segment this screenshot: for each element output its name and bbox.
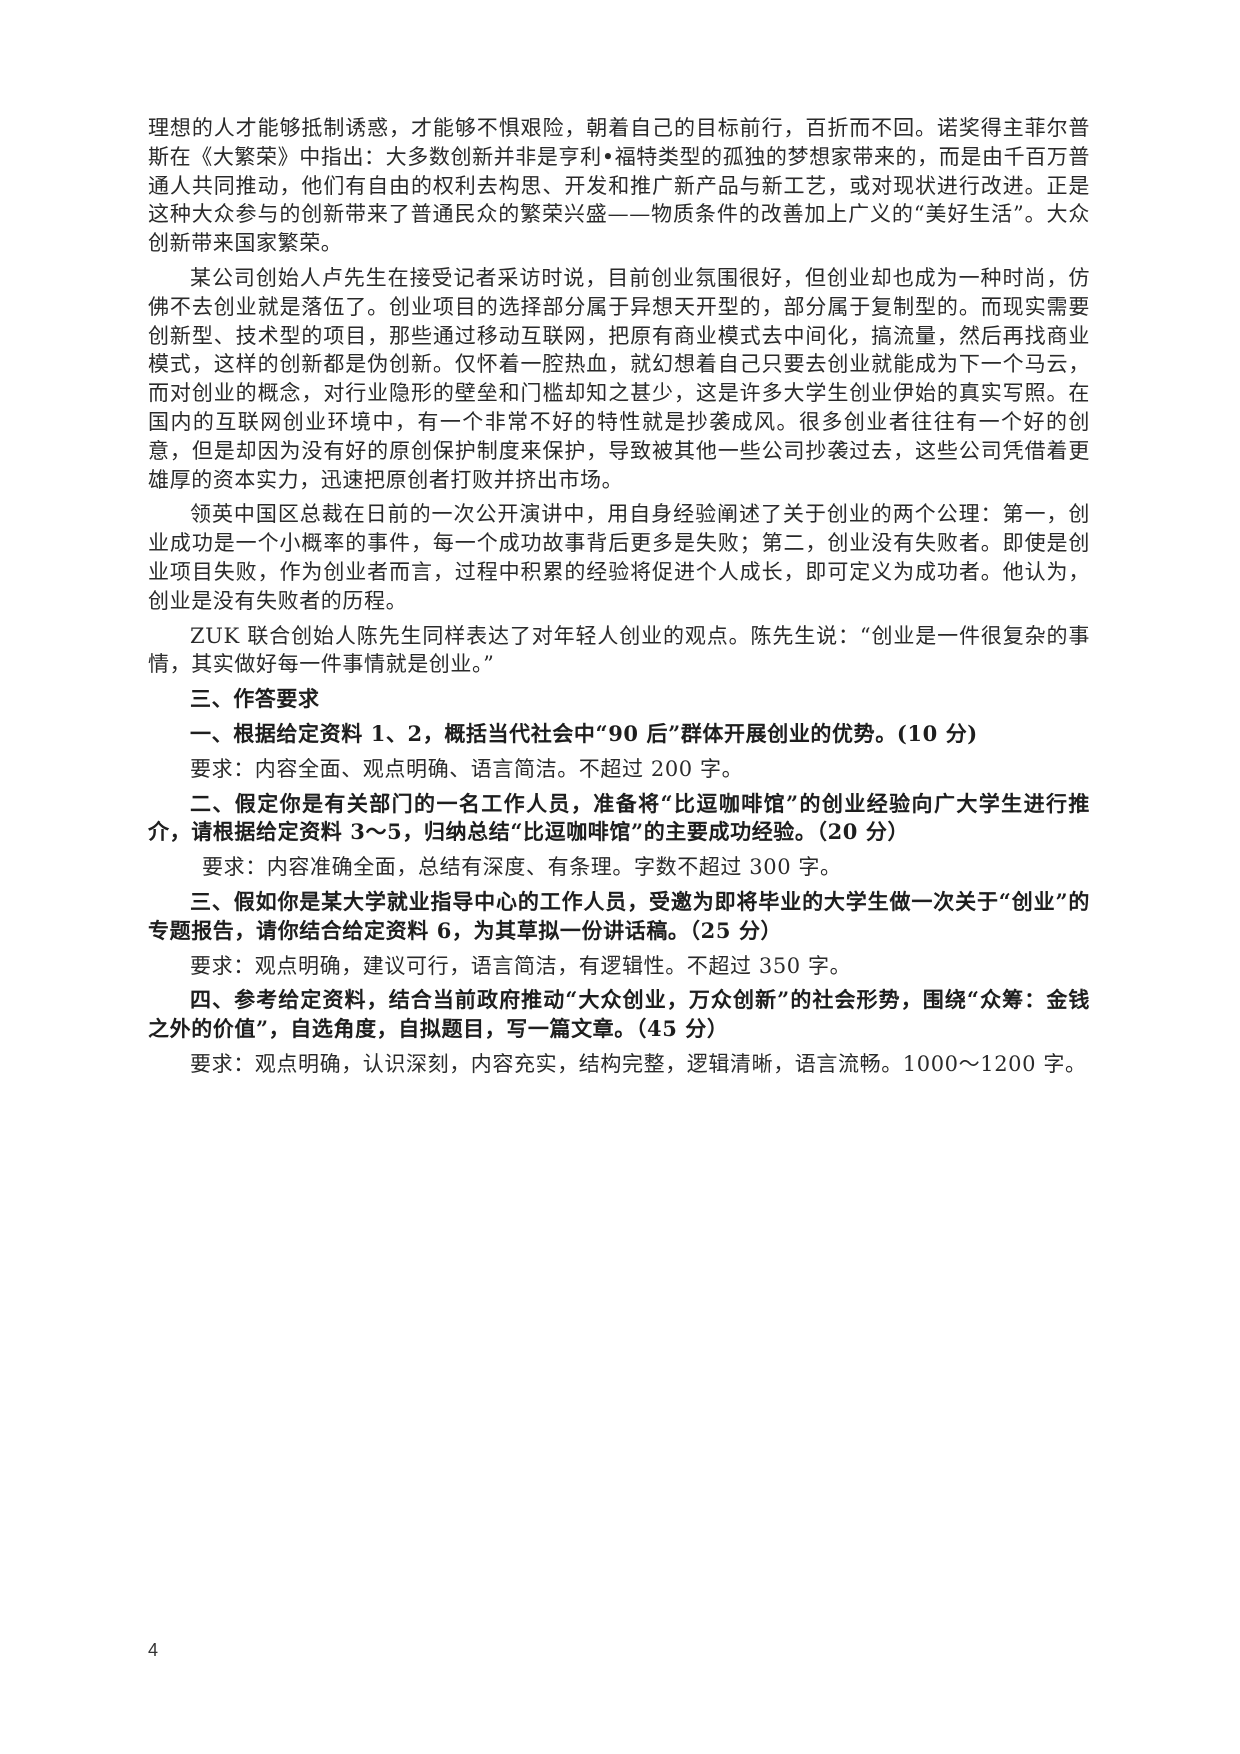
question-1-requirement: 要求：内容全面、观点明确、语言简洁。不超过 200 字。 (190, 756, 744, 781)
paragraph-linkedin: 领英中国区总裁在日前的一次公开演讲中，用自身经验阐述了关于创业的两个公理：第一，… (148, 502, 1090, 613)
question-3: 三、假如你是某大学就业指导中心的工作人员，受邀为即将毕业的大学生做一次关于“创业… (148, 888, 1090, 943)
paragraph-lu: 某公司创始人卢先生在接受记者采访时说，目前创业氛围很好，但创业却也成为一种时尚，… (148, 265, 1090, 492)
document-page: 理想的人才能够抵制诱惑，才能够不惧艰险，朝着自己的目标前行，百折而不回。诺奖得主… (148, 114, 1090, 1085)
question-3-requirement: 要求：观点明确，建议可行，语言简洁，有逻辑性。不超过 350 字。 (190, 953, 852, 978)
page-number: 4 (148, 1640, 159, 1660)
section-heading: 三、作答要求 (190, 686, 320, 712)
question-2: 二、假定你是有关部门的一名工作人员，准备将“比逗咖啡馆”的创业经验向广大学生进行… (148, 790, 1090, 845)
question-4-requirement: 要求：观点明确，认识深刻，内容充实，结构完整，逻辑清晰，语言流畅。1000～12… (190, 1051, 1087, 1076)
question-2-requirement: 要求：内容准确全面，总结有深度、有条理。字数不超过 300 字。 (202, 855, 842, 880)
paragraph-zuk: ZUK 联合创始人陈先生同样表达了对年轻人创业的观点。陈先生说：“创业是一件很复… (148, 623, 1090, 677)
question-1: 一、根据给定资料 1、2，概括当代社会中“90 后”群体开展创业的优势。(10 … (190, 720, 978, 746)
paragraph-phelps: 理想的人才能够抵制诱惑，才能够不惧艰险，朝着自己的目标前行，百折而不回。诺奖得主… (148, 116, 1090, 256)
question-4: 四、参考给定资料，结合当前政府推动“大众创业，万众创新”的社会形势，围绕“众筹：… (148, 987, 1090, 1042)
